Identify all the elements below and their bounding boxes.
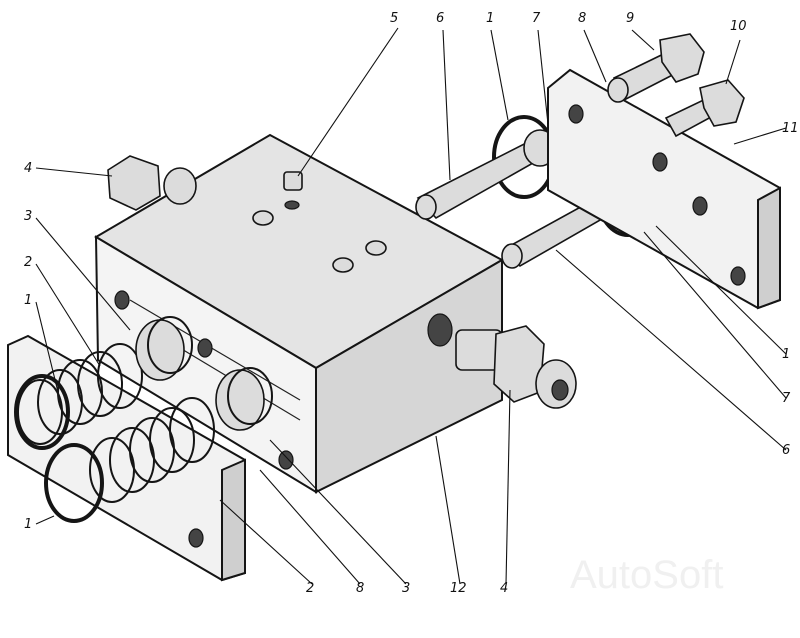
callout-labels: 5 6 1 7 8 9 10 11 4 3 2 1 1 2 8 3 12 4 1… [24,11,799,596]
callout-6-right: 6 [782,443,790,458]
callout-2-bottom: 2 [306,581,314,596]
rear-cover-plate [547,68,781,310]
callout-8-bottom: 8 [356,581,364,596]
spring-lower [89,397,215,503]
leader-lines [35,27,787,585]
callout-1-bottom-left: 1 [24,517,32,532]
valve-spool-lower [215,367,273,431]
callout-10: 10 [730,19,747,34]
callout-3-bottom: 3 [402,581,410,596]
callout-7-right: 7 [782,391,791,406]
callout-8-top: 8 [578,11,586,26]
fitting-right [455,325,577,409]
o-ring-left-lower [44,443,104,523]
valve-body-block [94,133,505,494]
callout-5: 5 [390,11,398,26]
valve-spool-upper [135,316,193,381]
watermark: AutoSoft [570,553,723,597]
o-ring-left-upper [14,374,70,450]
callout-4-bottom: 4 [500,581,508,596]
callout-1-left: 1 [24,293,32,308]
fitting-left [107,155,197,211]
callout-1-right: 1 [782,347,790,362]
washer [607,77,629,103]
bolt [612,33,705,102]
callout-9: 9 [626,11,634,26]
fitting-10 [664,79,745,138]
valve-stem-upper [415,129,558,220]
spring-upper [17,343,143,445]
callout-1-top: 1 [486,11,494,26]
callout-2-left: 2 [24,255,32,270]
callout-7-top: 7 [532,11,541,26]
callout-6-top: 6 [436,11,444,26]
callout-3-left: 3 [24,209,32,224]
callout-4-left: 4 [24,161,32,176]
callout-12: 12 [450,581,467,596]
callout-11: 11 [782,121,799,136]
